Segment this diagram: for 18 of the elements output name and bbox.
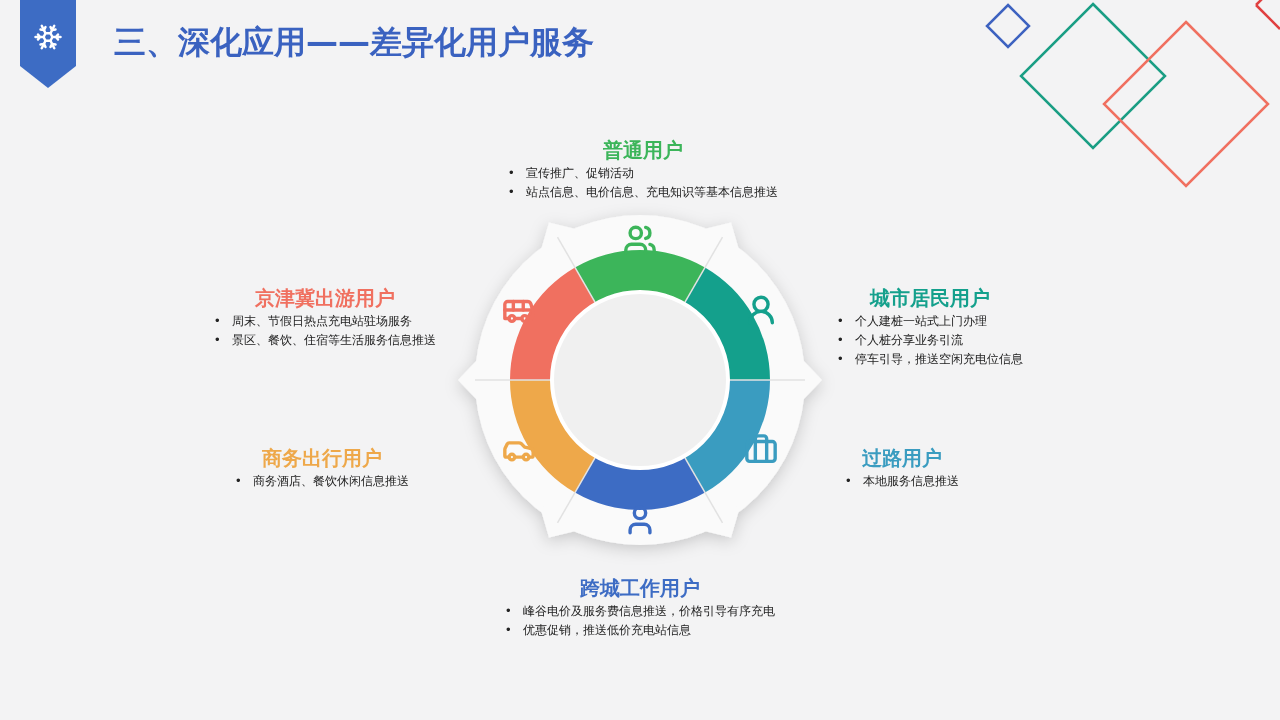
bullet-item: • 停车引导，推送空闲充电位信息 bbox=[836, 351, 1024, 368]
bullet-item: • 本地服务信息推送 bbox=[844, 473, 960, 490]
bullet-item: • 峰谷电价及服务费信息推送，价格引导有序充电 bbox=[504, 603, 776, 620]
group-heading: 京津冀出游用户 bbox=[255, 285, 395, 311]
group-heading: 跨城工作用户 bbox=[580, 575, 700, 601]
group-heading: 普通用户 bbox=[603, 137, 683, 163]
group-heading: 过路用户 bbox=[862, 445, 942, 471]
bullet-item: • 周末、节假日热点充电站驻场服务 bbox=[213, 313, 414, 330]
bullet-item: • 商务酒店、餐饮休闲信息推送 bbox=[234, 473, 410, 490]
bullet-item: • 个人桩分享业务引流 bbox=[836, 332, 965, 349]
bullet-item: • 优惠促销，推送低价充电站信息 bbox=[504, 622, 693, 639]
bullet-item: • 宣传推广、促销活动 bbox=[507, 165, 636, 182]
bullet-item: • 个人建桩一站式上门办理 bbox=[836, 313, 989, 330]
slide-title: 三、深化应用——差异化用户服务 bbox=[114, 22, 594, 63]
bullet-item: • 站点信息、电价信息、充电知识等基本信息推送 bbox=[507, 184, 779, 201]
group-heading: 商务出行用户 bbox=[262, 445, 382, 471]
bullet-item: • 景区、餐饮、住宿等生活服务信息推送 bbox=[213, 332, 437, 349]
group-heading: 城市居民用户 bbox=[870, 285, 990, 311]
